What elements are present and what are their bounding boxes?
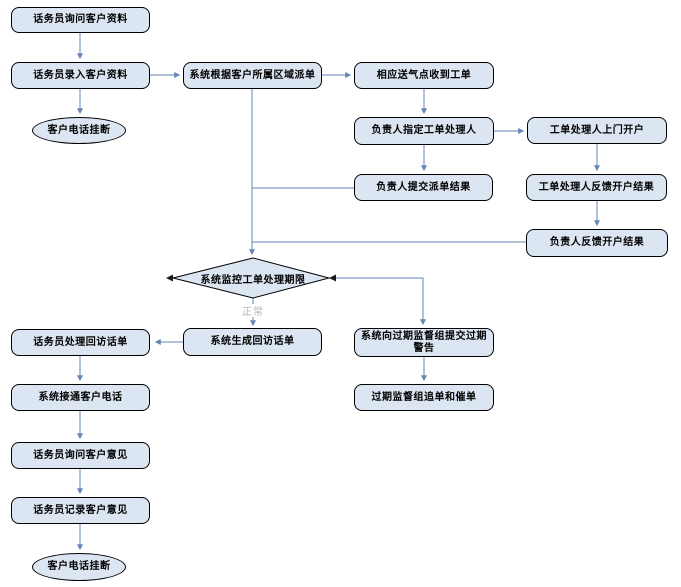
node-handler-feedback: 工单处理人反馈开户结果 — [526, 174, 667, 201]
node-overdue-warning: 系统向过期监督组提交过期警告 — [354, 328, 494, 357]
node-monitor-deadline: 系统监控工单处理期限 — [181, 271, 325, 286]
node-label: 相应送气点收到工单 — [376, 69, 472, 81]
node-handle-callback-ticket: 话务员处理回访话单 — [11, 329, 150, 356]
node-label: 话务员录入客户资料 — [33, 69, 128, 81]
node-submit-dispatch-result: 负责人提交派单结果 — [354, 174, 493, 201]
node-leader-feedback: 负责人反馈开户结果 — [526, 229, 668, 257]
node-assign-handler: 负责人指定工单处理人 — [354, 117, 494, 145]
node-overdue-chase: 过期监督组追单和催单 — [354, 384, 494, 411]
node-ask-customer-info: 话务员询问客户资料 — [11, 7, 150, 33]
node-door-open-account: 工单处理人上门开户 — [527, 117, 667, 144]
node-generate-callback-ticket: 系统生成回访话单 — [183, 328, 322, 356]
node-hangup-bottom: 客户电话挂断 — [32, 553, 126, 581]
node-label: 话务员询问客户意见 — [33, 449, 128, 461]
node-label: 话务员处理回访话单 — [33, 336, 128, 348]
node-connect-customer-call: 系统接通客户电话 — [11, 384, 150, 411]
node-label: 系统根据客户所属区域派单 — [189, 69, 316, 81]
node-label: 系统监控工单处理期限 — [200, 274, 306, 286]
node-label: 系统接通客户电话 — [38, 391, 123, 403]
node-label: 工单处理人上门开户 — [549, 124, 645, 136]
branch-label-normal: 正常 — [238, 304, 268, 318]
branch-label-text: 正常 — [242, 307, 264, 318]
node-ask-customer-opinion: 话务员询问客户意见 — [11, 442, 150, 469]
node-label: 负责人提交派单结果 — [376, 181, 471, 193]
node-label: 过期监督组追单和催单 — [371, 391, 477, 403]
node-label: 客户电话挂断 — [47, 124, 111, 136]
node-record-customer-info: 话务员录入客户资料 — [11, 62, 150, 89]
diamond-right-tip-icon — [329, 274, 336, 282]
node-label: 话务员询问客户资料 — [33, 14, 128, 25]
connector-monitor-overdue-to-warning — [329, 277, 426, 326]
diamond-left-tip-icon — [166, 274, 173, 282]
node-label: 负责人反馈开户结果 — [549, 237, 645, 248]
node-label: 系统向过期监督组提交过期警告 — [361, 330, 487, 354]
node-dispatch-by-region: 系统根据客户所属区域派单 — [183, 62, 322, 89]
node-label: 负责人指定工单处理人 — [371, 125, 477, 136]
node-label: 工单处理人反馈开户结果 — [538, 181, 655, 193]
node-label: 话务员记录客户意见 — [33, 504, 128, 516]
decision-diamond-shape — [172, 257, 331, 299]
node-label: 客户电话挂断 — [47, 561, 111, 572]
node-hangup-top: 客户电话挂断 — [32, 117, 126, 144]
node-label: 系统生成回访话单 — [210, 336, 295, 347]
node-record-customer-opinion: 话务员记录客户意见 — [11, 497, 150, 524]
node-station-receive-order: 相应送气点收到工单 — [354, 62, 494, 89]
